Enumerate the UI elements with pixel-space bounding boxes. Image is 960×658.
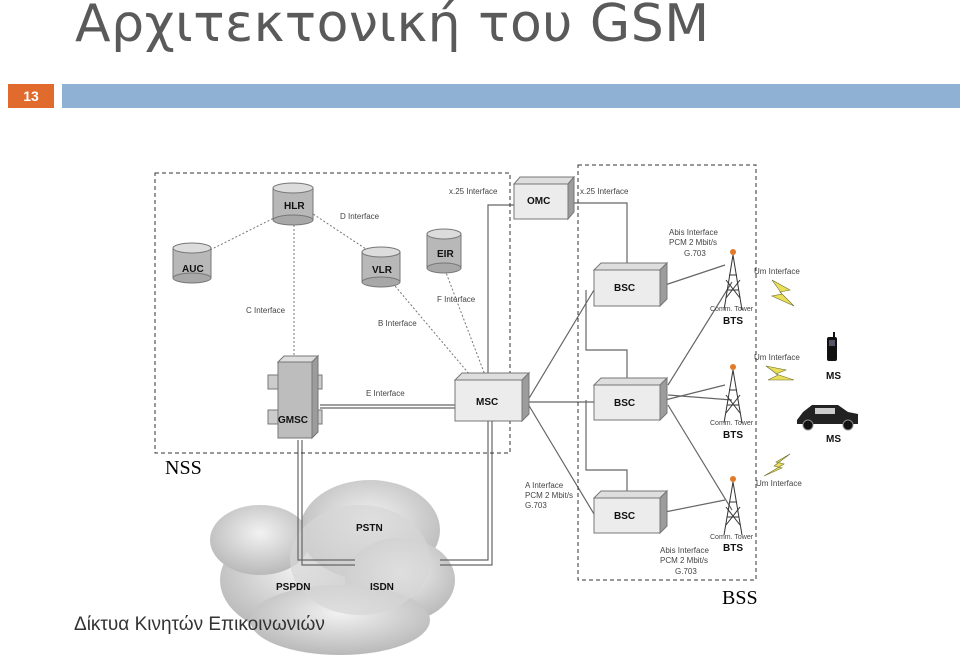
abis-bottom-label-2: PCM 2 Mbit/s xyxy=(660,556,708,565)
external-networks-cloud xyxy=(210,480,455,655)
bts1-label: BTS xyxy=(723,316,743,327)
bsc3-label: BSC xyxy=(614,511,635,522)
comm-tower-label-2: Comm. Tower xyxy=(710,420,754,427)
bsc1-label: BSC xyxy=(614,283,635,294)
pspdn-label: PSPDN xyxy=(276,582,310,593)
abis-bottom-label-3: G.703 xyxy=(675,567,697,576)
radio-link-icon-1 xyxy=(771,279,795,307)
hlr-database xyxy=(272,182,314,226)
pstn-label: PSTN xyxy=(356,523,383,534)
ms2-label: MS xyxy=(826,434,841,445)
comm-tower-label-3: Comm. Tower xyxy=(710,534,754,541)
slide-title: Αρχιτεκτονική του GSM xyxy=(75,0,710,54)
x25-interface-right-label: x.25 Interface xyxy=(580,187,629,196)
um-interface-label-3: Um Interface xyxy=(756,479,802,488)
ms1-label: MS xyxy=(826,371,841,382)
abis-top-label-2: PCM 2 Mbit/s xyxy=(669,238,717,247)
bts-tower-2 xyxy=(723,364,743,424)
hlr-label: HLR xyxy=(284,201,305,212)
mobile-phone-icon xyxy=(827,332,837,361)
auc-database xyxy=(172,242,212,284)
interface-links xyxy=(297,202,733,566)
e-interface-label: E Interface xyxy=(366,389,405,398)
um-interface-label-1: Um Interface xyxy=(754,267,800,276)
gmsc-label: GMSC xyxy=(278,415,308,426)
nss-group-label: NSS xyxy=(165,457,202,479)
header-rule xyxy=(62,84,960,108)
msc-label: MSC xyxy=(476,397,498,408)
eir-database xyxy=(426,228,462,274)
bsc-box-2 xyxy=(592,376,669,422)
a-interface-label-2: PCM 2 Mbit/s xyxy=(525,491,573,500)
vlr-label: VLR xyxy=(372,265,393,276)
c-interface-label: C Interface xyxy=(246,306,286,315)
x25-interface-left-label: x.25 Interface xyxy=(449,187,498,196)
slide-footer: Δίκτυα Κινητών Επικοινωνιών xyxy=(74,614,325,635)
um-interface-label-2: Um Interface xyxy=(754,353,800,362)
abis-top-label-3: G.703 xyxy=(684,249,706,258)
auc-label: AUC xyxy=(182,264,204,275)
bts-tower-3 xyxy=(723,476,743,536)
omc-box xyxy=(512,175,576,221)
a-interface-label-3: G.703 xyxy=(525,501,547,510)
radio-link-icon-2 xyxy=(765,365,795,381)
f-interface-label: F Interface xyxy=(437,295,476,304)
abis-bottom-label-1: Abis Interface xyxy=(660,546,709,555)
gmsc-switch xyxy=(267,354,323,440)
nss-boundary xyxy=(154,172,511,454)
msc-switch xyxy=(453,371,531,423)
b-interface-label: B Interface xyxy=(378,319,417,328)
bts2-label: BTS xyxy=(723,430,743,441)
bts3-label: BTS xyxy=(723,543,743,554)
d-interface-label: D Interface xyxy=(340,212,380,221)
isdn-label: ISDN xyxy=(370,582,394,593)
vlr-database xyxy=(361,246,401,288)
page-number: 13 xyxy=(8,84,54,108)
bsc-box-3 xyxy=(592,489,669,535)
car-icon xyxy=(797,405,858,431)
eir-label: EIR xyxy=(437,249,454,260)
bss-group-label: BSS xyxy=(722,587,758,609)
abis-top-label-1: Abis Interface xyxy=(669,228,718,237)
bsc2-label: BSC xyxy=(614,398,635,409)
signalling-links xyxy=(199,211,486,376)
a-interface-label-1: A Interface xyxy=(525,481,564,490)
radio-link-icon-3 xyxy=(763,453,791,477)
omc-label: OMC xyxy=(527,196,550,207)
bsc-box-1 xyxy=(592,261,669,308)
bts-tower-1 xyxy=(723,249,743,311)
comm-tower-label-1: Comm. Tower xyxy=(710,306,754,313)
bss-boundary xyxy=(577,164,757,581)
